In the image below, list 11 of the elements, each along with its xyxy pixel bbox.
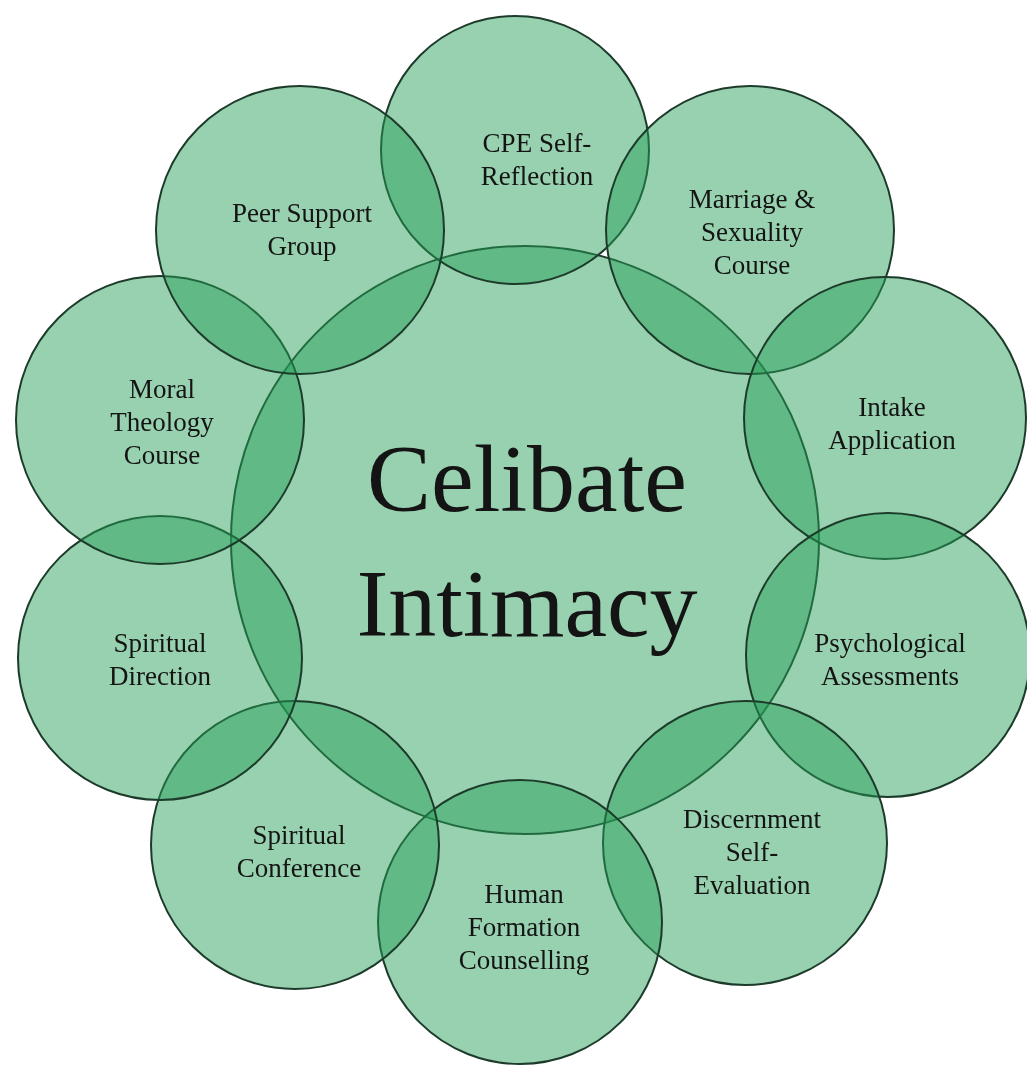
circle-label: Discernment Self-Evaluation: [682, 802, 822, 902]
circle-label: Human Formation Counselling: [457, 877, 591, 977]
circle-label: CPE Self-Reflection: [479, 127, 595, 193]
circle-label: Psychological Assessments: [813, 627, 967, 693]
circle-label: Intake Application: [827, 391, 957, 457]
circle-label: Marriage & Sexuality Course: [687, 182, 817, 282]
center-title: Celibate Intimacy: [355, 424, 699, 659]
circle-label: Moral Theology Course: [109, 372, 215, 472]
circle-label: Spiritual Direction: [108, 627, 212, 693]
circle-label: Peer Support Group: [230, 197, 374, 263]
circle-label: Spiritual Conference: [235, 819, 363, 885]
